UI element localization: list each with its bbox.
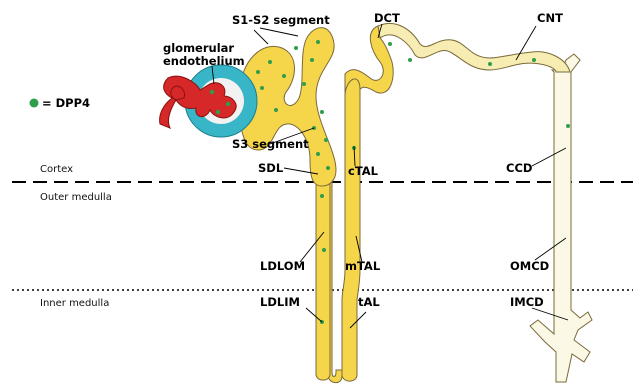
zone-cortex: Cortex: [40, 164, 73, 175]
label-imcd: IMCD: [510, 295, 544, 309]
zone-inner-medulla: Inner medulla: [40, 298, 109, 309]
dpp4-dot: [320, 110, 324, 114]
dpp4-dot: [274, 108, 278, 112]
label-ctal: cTAL: [348, 164, 379, 178]
label-s3-segment: S3 segment: [232, 137, 309, 151]
dpp4-dot: [320, 194, 324, 198]
label-sdl: SDL: [258, 161, 284, 175]
dpp4-dot: [268, 60, 272, 64]
dpp4-dot: [226, 102, 230, 106]
label-ldlim: LDLIM: [260, 295, 300, 309]
dpp4-dot: [260, 86, 264, 90]
ascending-limb: [342, 79, 360, 381]
dpp4-dot: [210, 90, 214, 94]
dpp4-dot: [532, 58, 536, 62]
label-cnt: CNT: [537, 11, 563, 25]
dpp4-dot: [316, 40, 320, 44]
label-tal: tAL: [358, 295, 380, 309]
label-ccd: CCD: [506, 161, 532, 175]
dpp4-dot: [216, 110, 220, 114]
label-dct: DCT: [374, 11, 400, 25]
zone-outer-medulla: Outer medulla: [40, 192, 112, 203]
cnt-segment: [378, 23, 570, 72]
dpp4-dot: [312, 126, 316, 130]
dpp4-dot: [408, 58, 412, 62]
label-glomerular: glomerular: [163, 41, 234, 55]
label-omcd: OMCD: [510, 259, 549, 273]
dpp4-dot: [282, 74, 286, 78]
label-endothelium: endothelium: [163, 54, 245, 68]
dpp4-dot: [566, 124, 570, 128]
collecting-duct: [530, 54, 592, 382]
label-s1s2-segment: S1-S2 segment: [232, 13, 330, 27]
label-ldlom: LDLOM: [260, 259, 305, 273]
dpp4-dot: [326, 166, 330, 170]
dpp4-legend-text: = DPP4: [42, 96, 90, 110]
thin-descending-limb: [316, 180, 330, 380]
dpp4-dot: [310, 58, 314, 62]
dpp4-dot: [388, 42, 392, 46]
dpp4-legend-dot: [30, 99, 39, 108]
label-mtal: mTAL: [345, 259, 381, 273]
dpp4-dot: [488, 62, 492, 66]
dpp4-dot: [316, 152, 320, 156]
dpp4-dot: [302, 82, 306, 86]
dpp4-dot: [294, 46, 298, 50]
dpp4-dot: [256, 70, 260, 74]
dpp4-dot: [322, 248, 326, 252]
dpp4-dot: [324, 138, 328, 142]
